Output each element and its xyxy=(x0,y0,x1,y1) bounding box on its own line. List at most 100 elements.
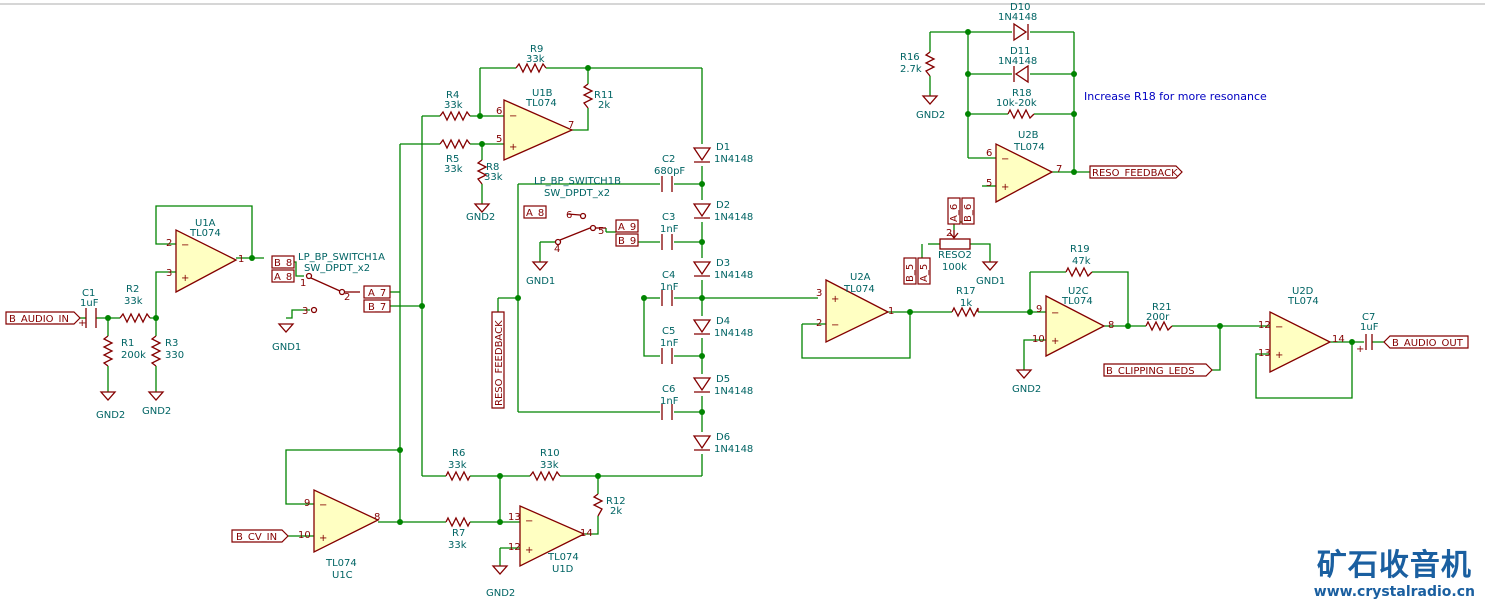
label-cv-in: B_CV_IN xyxy=(236,532,277,543)
svg-text:10: 10 xyxy=(1032,334,1045,345)
u1a-val: TL074 xyxy=(189,228,221,239)
svg-text:+: + xyxy=(831,294,839,305)
r7-ref: R7 xyxy=(452,528,465,539)
svg-text:GND1: GND1 xyxy=(272,342,301,353)
svg-text:7: 7 xyxy=(568,120,574,131)
svg-text:5: 5 xyxy=(986,178,992,189)
r3-val: 330 xyxy=(165,350,184,361)
svg-text:14: 14 xyxy=(580,528,593,539)
svg-text:7: 7 xyxy=(1056,164,1062,175)
r18-val: 10k-20k xyxy=(996,98,1037,109)
svg-text:GND2: GND2 xyxy=(486,588,515,599)
svg-text:GND2: GND2 xyxy=(466,212,495,223)
r6-ref: R6 xyxy=(452,448,465,459)
sw1a-val: SW_DPDT_x2 xyxy=(304,263,370,274)
r11-val: 2k xyxy=(598,100,610,111)
r9-ref: R9 xyxy=(530,44,543,55)
svg-text:6: 6 xyxy=(496,106,502,117)
c2-val: 680pF xyxy=(654,166,685,177)
r1-val: 200k xyxy=(121,350,146,361)
label-clipping-leds: B_CLIPPING_LEDS xyxy=(1106,366,1195,377)
watermark: 矿石收音机 www.crystalradio.cn xyxy=(1314,540,1475,600)
u2a-ref: U2A xyxy=(850,272,871,283)
d3-ref: D3 xyxy=(716,258,730,269)
label-reso-feedback-vertical: RESO_FEEDBACK xyxy=(494,320,505,406)
c3-val: 1nF xyxy=(660,224,679,235)
reso2-val: 100k xyxy=(942,262,967,273)
r10-ref: R10 xyxy=(540,448,560,459)
svg-text:1: 1 xyxy=(300,278,306,289)
svg-text:GND1: GND1 xyxy=(976,276,1005,287)
u2a-val: TL074 xyxy=(843,284,875,295)
svg-text:3: 3 xyxy=(302,306,308,317)
c1-val: 1uF xyxy=(80,298,99,309)
c7-val: 1uF xyxy=(1360,322,1379,333)
label-b6: B_6 xyxy=(963,204,974,222)
d1-ref: D1 xyxy=(716,142,730,153)
d5-ref: D5 xyxy=(716,374,730,385)
c5-ref: C5 xyxy=(662,326,675,337)
svg-text:GND2: GND2 xyxy=(96,410,125,421)
r11-ref: R11 xyxy=(594,90,614,101)
svg-text:−: − xyxy=(831,320,839,331)
svg-text:12: 12 xyxy=(1258,320,1271,331)
label-audio-out: B_AUDIO_OUT xyxy=(1392,338,1464,349)
svg-text:+: + xyxy=(181,273,189,284)
r19-ref: R19 xyxy=(1070,244,1090,255)
svg-text:−: − xyxy=(181,240,189,251)
svg-text:10: 10 xyxy=(298,530,311,541)
label-a5: A_5 xyxy=(919,264,930,282)
switches xyxy=(305,212,606,314)
label-b9: B_9 xyxy=(618,236,636,247)
top-divider xyxy=(0,3,1485,5)
svg-text:−: − xyxy=(1275,322,1283,333)
svg-text:+: + xyxy=(509,142,517,153)
c4-val: 1nF xyxy=(660,282,679,293)
sw1b-ref: LP_BP_SWITCH1B xyxy=(534,176,621,187)
sw1a-ref: LP_BP_SWITCH1A xyxy=(298,252,385,263)
c5-val: 1nF xyxy=(660,338,679,349)
opamps: −+ −+ −+ −+ +− −+ −+ −+ xyxy=(175,99,1332,568)
r6-val: 33k xyxy=(448,460,467,471)
svg-text:3: 3 xyxy=(816,288,822,299)
watermark-cn: 矿石收音机 xyxy=(1316,548,1472,583)
r7-val: 33k xyxy=(448,540,467,551)
d5-val: 1N4148 xyxy=(714,386,753,397)
u2c-ref: U2C xyxy=(1068,286,1089,297)
r8-val: 33k xyxy=(484,172,503,183)
u1b-ref: U1B xyxy=(532,88,553,99)
r16-ref: R16 xyxy=(900,52,920,63)
d1-val: 1N4148 xyxy=(714,154,753,165)
ground-symbols xyxy=(99,95,1033,575)
svg-text:5: 5 xyxy=(496,134,502,145)
pin-numbers: 2 3 1 6 5 7 9 10 8 13 12 14 3 2 1 6 5 7 … xyxy=(78,106,1364,553)
svg-text:−: − xyxy=(1051,308,1059,319)
svg-text:1: 1 xyxy=(238,254,244,265)
u1d-ref: U1D xyxy=(552,564,574,575)
r2-val: 33k xyxy=(124,296,143,307)
c7-ref: C7 xyxy=(1362,312,1375,323)
c3-ref: C3 xyxy=(662,212,675,223)
component-text: C1 1uF R1 200k R2 33k R3 330 U1A TL074 L… xyxy=(80,2,1379,581)
svg-text:8: 8 xyxy=(374,512,380,523)
svg-text:+: + xyxy=(1051,336,1059,347)
c1-ref: C1 xyxy=(82,288,95,299)
r16-val: 2.7k xyxy=(900,64,922,75)
d6-ref: D6 xyxy=(716,432,730,443)
label-text: B_AUDIO_IN B_AUDIO_OUT B_CV_IN RESO_FEED… xyxy=(9,168,1464,543)
svg-text:14: 14 xyxy=(1332,334,1345,345)
d11-ref: D11 xyxy=(1010,46,1030,57)
r18-ref: R18 xyxy=(1012,88,1032,99)
u2c-val: TL074 xyxy=(1061,296,1093,307)
r21-ref: R21 xyxy=(1152,302,1172,313)
r12-val: 2k xyxy=(610,506,622,517)
d10-ref: D10 xyxy=(1010,2,1030,13)
svg-text:8: 8 xyxy=(1108,320,1114,331)
label-b7: B_7 xyxy=(368,302,386,313)
d6-val: 1N4148 xyxy=(714,444,753,455)
d11-val: 1N4148 xyxy=(998,56,1037,67)
svg-text:12: 12 xyxy=(508,542,521,553)
label-a7: A_7 xyxy=(368,288,386,299)
watermark-url: www.crystalradio.cn xyxy=(1313,584,1475,600)
